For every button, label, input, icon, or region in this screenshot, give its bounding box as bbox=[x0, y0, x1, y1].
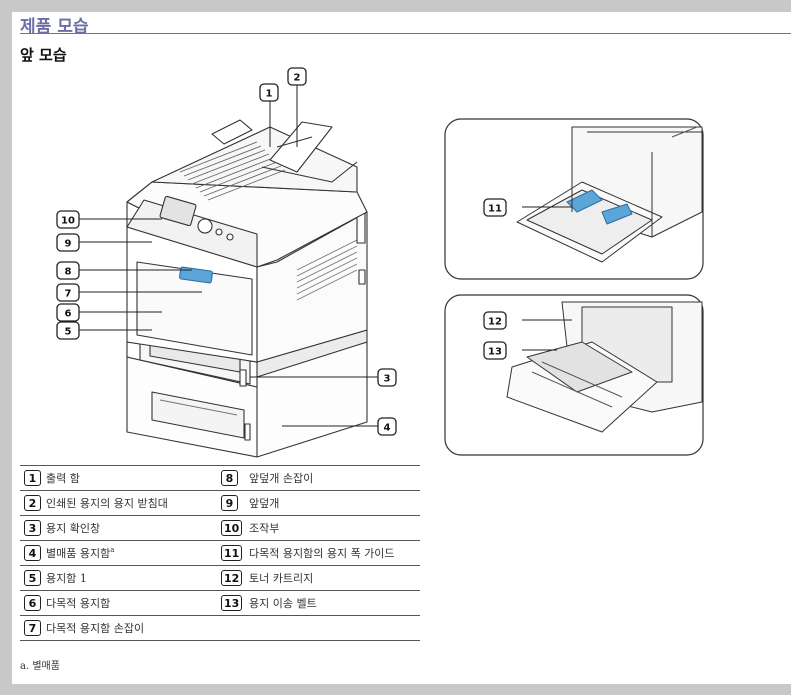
legend-part-label: 다목적 용지함 bbox=[46, 596, 111, 610]
legend-row: 4 별매품 용지함a 11 다목적 용지함의 용지 폭 가이드 bbox=[20, 540, 420, 566]
callout-3: 3 bbox=[377, 368, 397, 387]
callout-5: 5 bbox=[56, 321, 80, 340]
legend-part-label: 용지 이송 벨트 bbox=[249, 596, 317, 610]
legend-number-badge: 8 bbox=[221, 470, 238, 486]
svg-text:12: 12 bbox=[488, 317, 502, 328]
callout-badges: 1 2 10 9 8 7 6 bbox=[56, 67, 507, 436]
callout-9: 9 bbox=[56, 233, 80, 252]
svg-text:8: 8 bbox=[65, 267, 72, 278]
svg-text:1: 1 bbox=[266, 89, 273, 100]
svg-text:2: 2 bbox=[294, 73, 301, 84]
toner-belt-inset bbox=[444, 294, 704, 456]
callout-4: 4 bbox=[377, 417, 397, 436]
callout-6: 6 bbox=[56, 303, 80, 322]
legend-part-label: 다목적 용지함 손잡이 bbox=[46, 621, 145, 635]
svg-text:5: 5 bbox=[65, 327, 72, 338]
legend-number-badge: 7 bbox=[24, 620, 41, 636]
legend-part-label: 조작부 bbox=[249, 521, 280, 535]
callout-1: 1 bbox=[259, 83, 279, 102]
callout-8: 8 bbox=[56, 261, 80, 280]
legend-number-badge: 6 bbox=[24, 595, 41, 611]
legend-row: 2 인쇄된 용지의 용지 받침대 9 앞덮개 bbox=[20, 490, 420, 516]
legend-number-badge: 9 bbox=[221, 495, 238, 511]
footnote-marker: a bbox=[110, 546, 115, 555]
section-title: 제품 모습 bbox=[20, 17, 89, 37]
footnote: a. 별매품 bbox=[20, 661, 60, 672]
legend-number-badge: 4 bbox=[24, 545, 41, 561]
callout-2: 2 bbox=[287, 67, 307, 86]
svg-text:7: 7 bbox=[65, 289, 72, 300]
callout-13: 13 bbox=[483, 341, 507, 360]
legend-row: 1 출력 함 8 앞덮개 손잡이 bbox=[20, 465, 420, 491]
callout-7: 7 bbox=[56, 283, 80, 302]
legend-part-label: 용지 확인창 bbox=[46, 521, 101, 535]
leader-lines bbox=[79, 85, 378, 427]
legend-part-label: 인쇄된 용지의 용지 받침대 bbox=[46, 496, 168, 510]
manual-page: 제품 모습 앞 모습 bbox=[12, 12, 791, 684]
legend-number-badge: 1 bbox=[24, 470, 41, 486]
legend-number-badge: 3 bbox=[24, 520, 41, 536]
subsection-title: 앞 모습 bbox=[20, 46, 67, 64]
svg-text:13: 13 bbox=[488, 347, 502, 358]
svg-text:9: 9 bbox=[65, 239, 72, 250]
svg-text:10: 10 bbox=[61, 216, 75, 227]
legend-part-label: 별매품 용지함 bbox=[46, 546, 111, 560]
legend-part-label: 다목적 용지함의 용지 폭 가이드 bbox=[249, 546, 395, 560]
parts-legend-table: 1 출력 함 8 앞덮개 손잡이 2 인쇄된 용지의 용지 받침대 9 앞덮개 3 용지 확인창 1… bbox=[20, 465, 420, 641]
legend-row: 7 다목적 용지함 손잡이 bbox=[20, 615, 420, 641]
legend-part-label: 앞덮개 bbox=[249, 496, 280, 510]
legend-part-label: 앞덮개 손잡이 bbox=[249, 471, 314, 485]
svg-text:11: 11 bbox=[488, 204, 502, 215]
callout-11: 11 bbox=[483, 198, 507, 217]
legend-number-badge: 2 bbox=[24, 495, 41, 511]
svg-text:3: 3 bbox=[384, 374, 391, 385]
printer-figures: 1 2 10 9 8 7 6 bbox=[56, 67, 704, 458]
legend-part-label: 용지함 1 bbox=[46, 571, 87, 585]
svg-text:6: 6 bbox=[65, 309, 72, 320]
legend-part-label: 토너 카트리지 bbox=[249, 571, 314, 585]
legend-number-badge: 11 bbox=[221, 545, 243, 561]
callout-12: 12 bbox=[483, 311, 507, 330]
title-divider bbox=[20, 33, 791, 34]
legend-number-badge: 5 bbox=[24, 570, 41, 586]
callout-10: 10 bbox=[56, 210, 80, 229]
legend-row: 3 용지 확인창 10 조작부 bbox=[20, 515, 420, 541]
legend-row: 5 용지함 1 12 토너 카트리지 bbox=[20, 565, 420, 591]
printer-front-illustration bbox=[126, 119, 368, 458]
legend-number-badge: 10 bbox=[221, 520, 243, 536]
svg-text:4: 4 bbox=[384, 423, 391, 434]
mp-tray-inset bbox=[444, 118, 704, 280]
legend-number-badge: 12 bbox=[221, 570, 243, 586]
legend-number-badge: 13 bbox=[221, 595, 243, 611]
legend-row: 6 다목적 용지함 13 용지 이송 벨트 bbox=[20, 590, 420, 616]
legend-part-label: 출력 함 bbox=[46, 471, 80, 485]
